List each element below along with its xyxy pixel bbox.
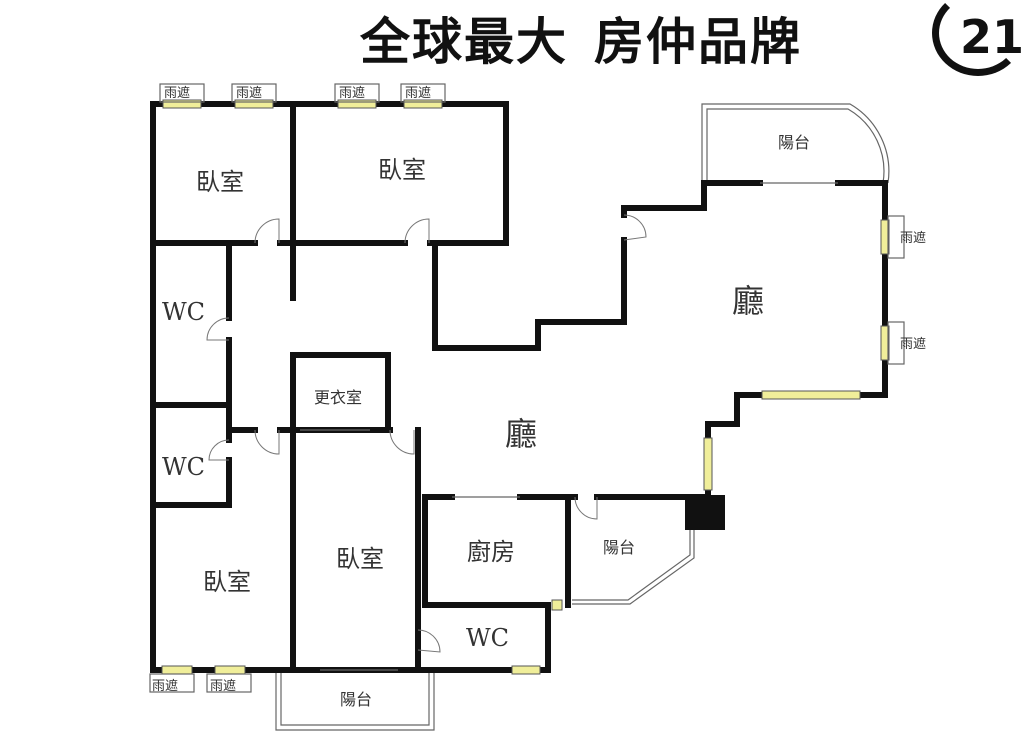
room-label-balcony-kitchen: 陽台 <box>603 538 635 557</box>
structural-column <box>685 495 725 530</box>
room-label-living-center: 廳 <box>505 415 537 453</box>
balcony-outlines <box>275 103 890 731</box>
slogan-banner: 全球最大 房仲品牌 <box>360 0 802 76</box>
logo-number: 21 <box>960 10 1024 64</box>
room-label-wc-bottom: WC <box>466 624 509 652</box>
room-label-living-right: 廳 <box>732 282 764 320</box>
canopy-label: 雨遮 <box>339 85 365 101</box>
room-label-bedroom-top-middle: 臥室 <box>378 156 426 184</box>
walls <box>150 101 888 673</box>
windows <box>161 99 890 675</box>
canopy-label: 雨遮 <box>405 85 431 101</box>
canopy-label: 雨遮 <box>164 85 190 101</box>
room-labels: 臥室 臥室 陽台 廳 WC 更衣室 廳 WC 臥室 臥室 廚房 陽台 WC 陽台 <box>162 133 810 709</box>
canopy-labels: 雨遮 雨遮 雨遮 雨遮 雨遮 雨遮 雨遮 雨遮 <box>149 83 926 694</box>
room-label-bedroom-top-left: 臥室 <box>196 168 244 196</box>
canopy-label: 雨遮 <box>152 678 178 694</box>
slogan-part-1: 全球最大 <box>360 13 568 71</box>
room-label-bedroom-bottom-middle: 臥室 <box>336 545 384 573</box>
doors <box>206 182 838 671</box>
room-label-closet: 更衣室 <box>314 388 362 407</box>
canopy-label: 雨遮 <box>210 678 236 694</box>
slogan-part-2: 房仲品牌 <box>594 13 802 71</box>
canopy-label: 雨遮 <box>900 230 926 246</box>
room-label-wc-upper: WC <box>162 298 205 326</box>
logo-ring-icon <box>932 0 1024 76</box>
century21-logo: 21 <box>930 0 1024 82</box>
canopy-label: 雨遮 <box>236 85 262 101</box>
canopy-label: 雨遮 <box>900 336 926 352</box>
room-label-balcony-top-right: 陽台 <box>778 133 810 152</box>
room-label-wc-lower: WC <box>162 453 205 481</box>
room-label-balcony-bottom: 陽台 <box>340 690 372 709</box>
room-label-kitchen: 廚房 <box>467 538 515 566</box>
room-label-bedroom-bottom-left: 臥室 <box>203 568 251 596</box>
